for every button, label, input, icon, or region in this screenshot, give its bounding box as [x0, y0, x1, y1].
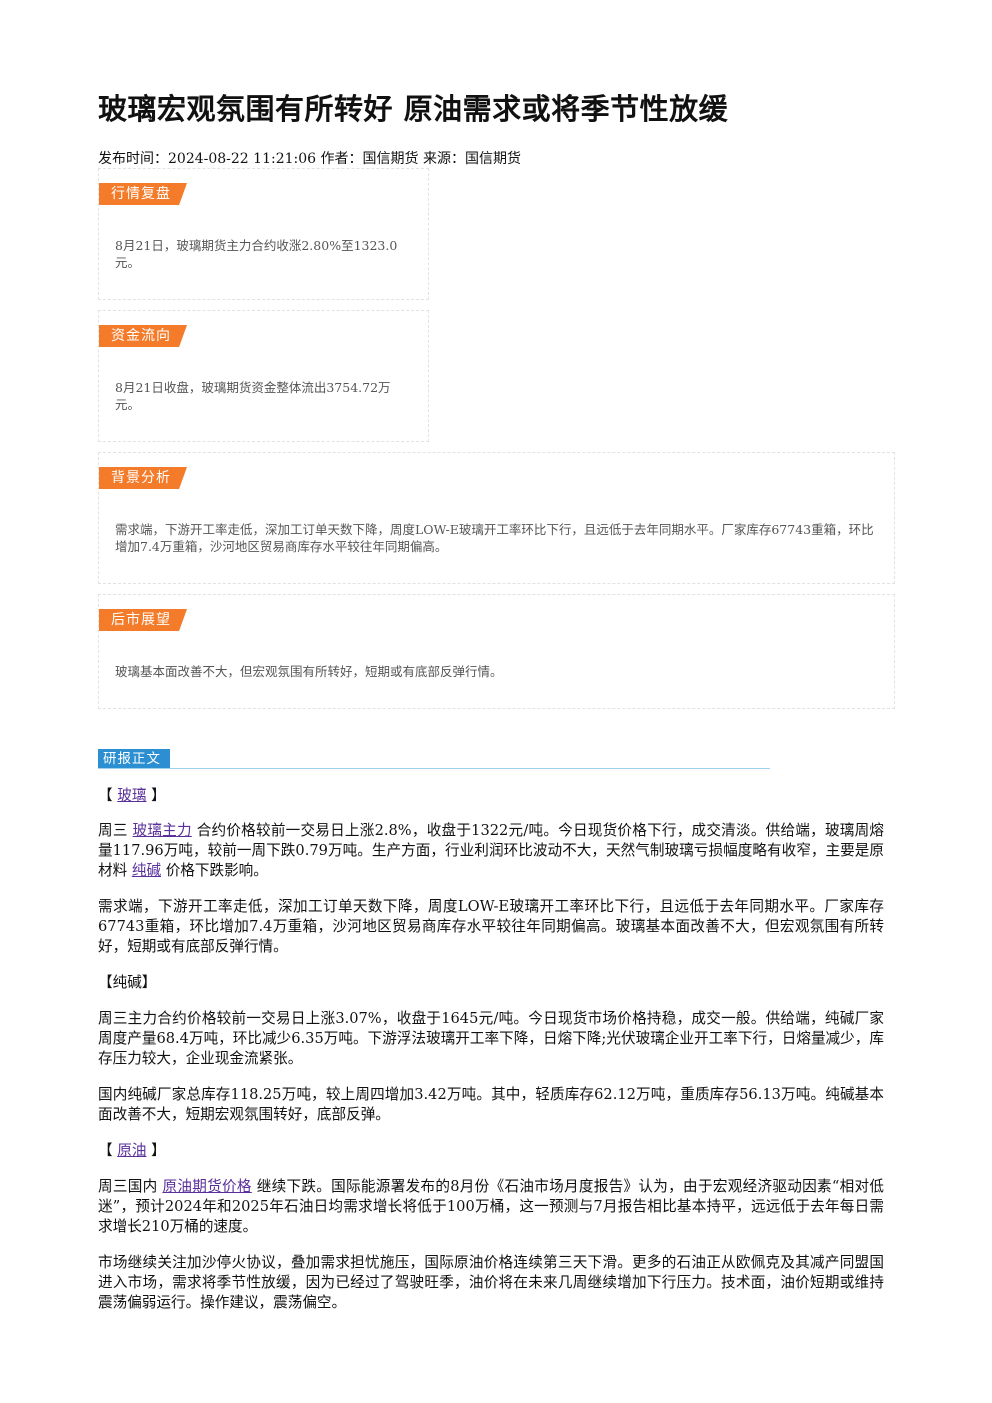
soda-paragraph-2: 国内纯碱厂家总库存118.25万吨，较上周四增加3.42万吨。其中，轻质库存62…: [98, 1086, 884, 1123]
glass-paragraph-2: 需求端，下游开工率走低，深加工订单天数下降，周度LOW-E玻璃开工率环比下行，且…: [98, 898, 884, 955]
crude-paragraph-1: 周三国内 原油期货价格 继续下跌。国际能源署发布的8月份《石油市场月度报告》认为…: [98, 1178, 885, 1235]
background-text: 需求端，下游开工率走低，深加工订单天数下降，周度LOW-E玻璃开工率环比下行，且…: [115, 522, 874, 554]
crude-heading: 【 原油 】: [98, 1142, 166, 1159]
outlook-tag: 后市展望: [99, 609, 187, 631]
article-meta: 发布时间：2024-08-22 11:21:06 作者：国信期货 来源：国信期货: [98, 151, 521, 167]
soda-ash-link[interactable]: 纯碱: [131, 862, 162, 879]
soda-heading: 【纯碱】: [98, 974, 157, 991]
market-review-tag: 行情复盘: [99, 183, 187, 205]
report-section-divider: [98, 768, 770, 769]
background-tag: 背景分析: [99, 467, 187, 489]
market-review-text: 8月21日，玻璃期货主力合约收涨2.80%至1323.0元。: [115, 238, 398, 270]
article-title: 玻璃宏观氛围有所转好 原油需求或将季节性放缓: [98, 92, 729, 126]
report-section-tag: 研报正文: [98, 749, 170, 769]
glass-link[interactable]: 玻璃: [117, 787, 147, 804]
capital-flow-box: 资金流向 8月21日收盘，玻璃期货资金整体流出3754.72万元。: [98, 310, 429, 442]
outlook-text: 玻璃基本面改善不大，但宏观氛围有所转好，短期或有底部反弹行情。: [115, 664, 503, 679]
capital-flow-tag: 资金流向: [99, 325, 187, 347]
report-section-header: 研报正文: [98, 749, 770, 771]
market-review-box: 行情复盘 8月21日，玻璃期货主力合约收涨2.80%至1323.0元。: [98, 168, 429, 300]
glass-paragraph-1: 周三 玻璃主力 合约价格较前一交易日上涨2.8%，收盘于1322元/吨。今日现货…: [98, 822, 884, 879]
crude-link[interactable]: 原油: [117, 1142, 147, 1159]
glass-main-contract-link[interactable]: 玻璃主力: [132, 822, 192, 839]
crude-futures-price-link[interactable]: 原油期货价格: [162, 1178, 252, 1195]
capital-flow-text: 8月21日收盘，玻璃期货资金整体流出3754.72万元。: [115, 380, 391, 412]
soda-paragraph-1: 周三主力合约价格较前一交易日上涨3.07%，收盘于1645元/吨。今日现货市场价…: [98, 1010, 884, 1067]
crude-paragraph-2: 市场继续关注加沙停火协议，叠加需求担忧施压，国际原油价格连续第三天下滑。更多的石…: [98, 1254, 884, 1311]
background-box: 背景分析 需求端，下游开工率走低，深加工订单天数下降，周度LOW-E玻璃开工率环…: [98, 452, 895, 584]
outlook-box: 后市展望 玻璃基本面改善不大，但宏观氛围有所转好，短期或有底部反弹行情。: [98, 594, 895, 709]
glass-heading: 【 玻璃 】: [98, 787, 166, 804]
